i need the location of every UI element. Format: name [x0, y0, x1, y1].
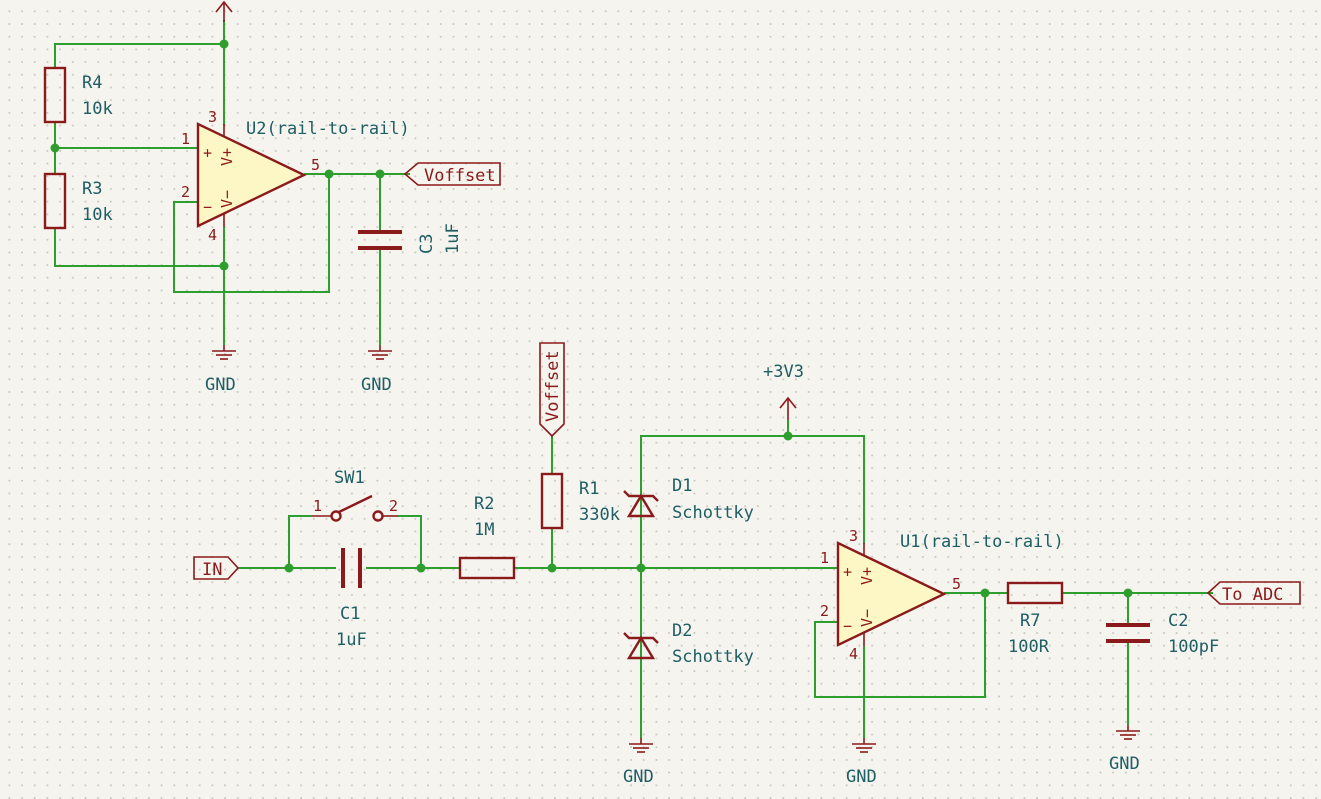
wire-r3-gnd [54, 228, 224, 267]
resistor-r3[interactable]: R3 10k [43, 172, 113, 230]
u2-section: R4 10k R3 10k + − V+ V− 1 2 3 4 5 U2(rai… [43, 0, 501, 395]
d1-value: Schottky [672, 503, 754, 523]
u1-minus-mark: − [843, 617, 852, 635]
u2-pin1: 1 [181, 130, 190, 148]
resistor-r7[interactable]: R7 100R [1006, 581, 1064, 657]
resistor-r2[interactable]: R2 1M [458, 494, 516, 580]
u1-vneg-mark: V− [858, 609, 876, 627]
vcc-label: +3V3 [763, 362, 804, 382]
r2-ref: R2 [474, 494, 494, 514]
c2-ref: C2 [1168, 611, 1188, 631]
diode-d1[interactable]: D1 Schottky [623, 476, 754, 523]
r4-value: 10k [82, 99, 113, 119]
r7-ref: R7 [1020, 611, 1040, 631]
wire-u2-feedback [173, 174, 330, 293]
net-label-to-adc[interactable]: To_ADC [1206, 581, 1301, 605]
r3-value: 10k [82, 205, 113, 225]
net-label-voffset-r1[interactable]: Voffset [539, 342, 565, 438]
u2-pin4: 4 [208, 226, 217, 244]
c3-ref: C3 [417, 234, 437, 254]
u1-pin3: 3 [849, 527, 858, 545]
wire-vcc-r4 [54, 20, 225, 68]
d2-value: Schottky [672, 647, 754, 667]
r4-ref: R4 [82, 73, 102, 93]
junction [284, 563, 294, 573]
u2-plus-mark: + [203, 144, 212, 162]
ground-icon [368, 345, 392, 360]
r1-value: 330k [579, 505, 620, 525]
u2-pin2: 2 [181, 183, 190, 201]
junction [50, 143, 60, 153]
u2-pin3: 3 [208, 108, 217, 126]
u1-ref: U1(rail-to-rail) [900, 532, 1064, 552]
c1-ref: C1 [340, 604, 360, 624]
u2-vneg-mark: V− [218, 190, 236, 208]
u2-vpos-mark: V+ [218, 148, 236, 166]
u1-pin4: 4 [849, 645, 858, 663]
switch-sw1[interactable]: SW1 1 2 [312, 468, 398, 522]
capacitor-c1[interactable]: C1 1uF [336, 548, 367, 650]
c1-value: 1uF [336, 630, 367, 650]
ground-icon [212, 345, 236, 360]
in-label-text: IN [202, 560, 222, 580]
wire-sw1-right [398, 515, 422, 568]
gnd-label: GND [623, 767, 654, 787]
sw1-pin2: 2 [389, 497, 398, 515]
u2-minus-mark: − [203, 198, 212, 216]
resistor-r1[interactable]: R1 330k [540, 472, 620, 530]
resistor-r4[interactable]: R4 10k [43, 66, 113, 124]
u1-plus-mark: + [843, 563, 852, 581]
u1-pin5: 5 [952, 575, 961, 593]
c2-value: 100pF [1168, 637, 1219, 657]
sw1-pin1: 1 [313, 497, 322, 515]
junction [416, 563, 426, 573]
net-label-in[interactable]: IN [193, 556, 240, 580]
capacitor-c2[interactable]: C2 100pF [1106, 611, 1219, 657]
junction [636, 563, 646, 573]
power-arrow-icon [215, 0, 233, 22]
wire-u1-feedback [814, 593, 986, 698]
wire-sw1-left [288, 515, 312, 568]
wire-d1-vcc-u1 [640, 435, 865, 568]
ground-icon [1116, 725, 1140, 740]
u1-pin2: 2 [820, 602, 829, 620]
r3-ref: R3 [82, 179, 102, 199]
u2-ref: U2(rail-to-rail) [246, 119, 410, 139]
d1-ref: D1 [672, 476, 692, 496]
junction [375, 169, 385, 179]
net-label-voffset[interactable]: Voffset [403, 162, 501, 186]
diode-d2[interactable]: D2 Schottky [623, 621, 754, 667]
voffset-r1-label-text: Voffset [543, 350, 563, 422]
gnd-label: GND [361, 375, 392, 395]
r7-value: 100R [1008, 637, 1050, 657]
sw1-ref: SW1 [334, 468, 365, 488]
gnd-label: GND [1109, 754, 1140, 774]
junction [324, 169, 334, 179]
u1-pin1: 1 [820, 549, 829, 567]
u1-vpos-mark: V+ [858, 567, 876, 585]
d2-ref: D2 [672, 621, 692, 641]
ground-icon [852, 738, 876, 753]
u2-pin5: 5 [311, 156, 320, 174]
capacitor-c3[interactable]: C3 1uF [358, 223, 463, 254]
junction [980, 588, 990, 598]
junction [783, 431, 793, 441]
power-arrow-icon [779, 396, 797, 420]
gnd-label: GND [846, 767, 877, 787]
u1-section: IN SW1 1 2 C1 1uF R2 1M V [193, 342, 1301, 787]
junction [219, 39, 229, 49]
to-adc-label-text: To_ADC [1222, 585, 1283, 605]
junction [1123, 588, 1133, 598]
ground-icon [629, 738, 653, 753]
junction [547, 563, 557, 573]
c3-value: 1uF [443, 223, 463, 254]
voffset-label-text: Voffset [424, 166, 496, 186]
opamp-u2[interactable]: + − V+ V− 1 2 3 4 5 U2(rail-to-rail) [181, 108, 410, 244]
junction [219, 261, 229, 271]
gnd-label: GND [205, 375, 236, 395]
r1-ref: R1 [579, 479, 599, 499]
opamp-u1[interactable]: + − V+ V− 1 2 3 4 5 U1(rail-to-rail) [820, 527, 1064, 663]
r2-value: 1M [474, 520, 494, 540]
